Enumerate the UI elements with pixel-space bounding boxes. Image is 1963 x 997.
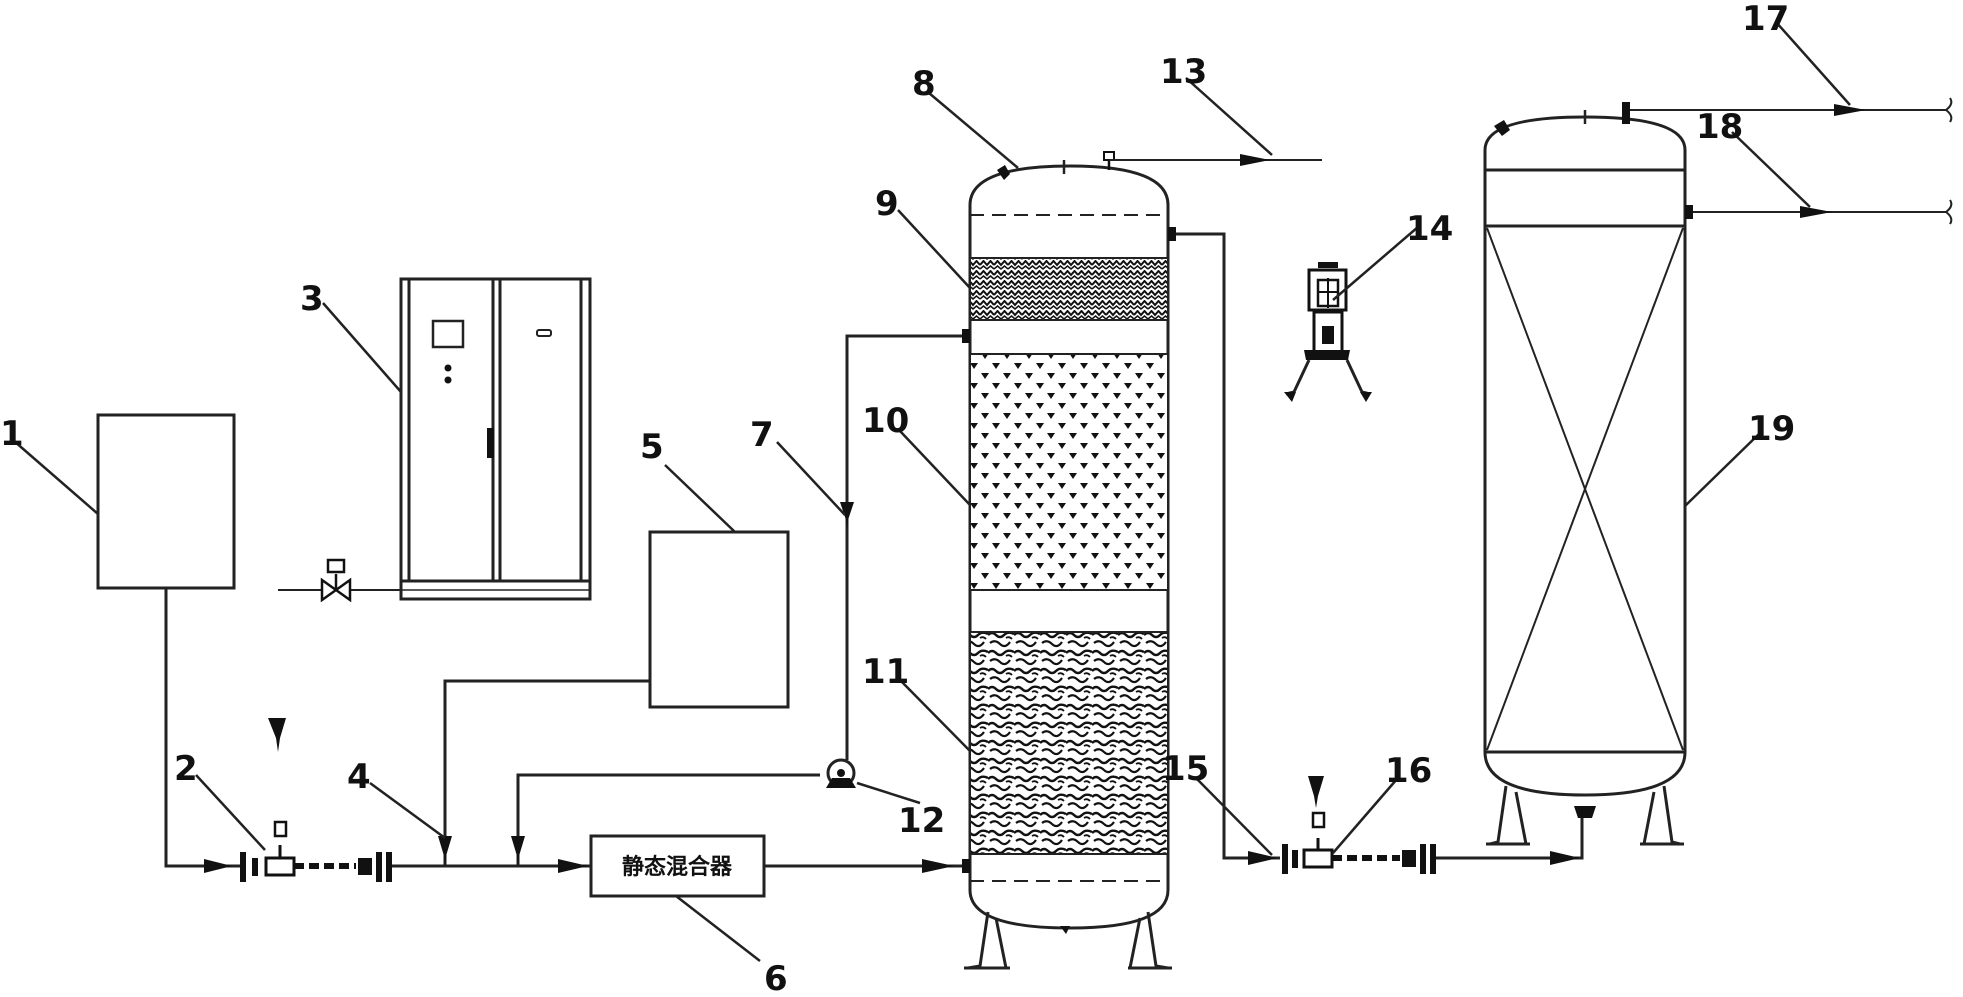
arrow-into-column [922, 859, 954, 873]
item-16-valve [1248, 776, 1436, 874]
item-5-tank [648, 530, 790, 709]
label-15: 15 [1162, 749, 1209, 789]
label-17: 17 [1742, 0, 1789, 39]
flow-indicator-icon [268, 718, 286, 752]
label-4: 4 [347, 757, 371, 797]
label-19: 19 [1748, 409, 1795, 449]
arrow-13 [1240, 154, 1270, 166]
pipe-1-to-2 [164, 588, 240, 868]
label-11: 11 [862, 652, 909, 692]
arrow-into-mixer [558, 859, 588, 873]
label-7: 7 [750, 415, 774, 455]
arrow-17 [1834, 104, 1866, 116]
label-12: 12 [898, 801, 945, 841]
item-12-pump [826, 758, 856, 788]
label-6: 6 [764, 959, 788, 997]
item-1-tank [96, 413, 236, 590]
label-16: 16 [1385, 751, 1432, 791]
static-mixer-label: 静态混合器 [622, 854, 733, 880]
label-18: 18 [1696, 107, 1743, 147]
item-19-storage-vessel [1483, 102, 1693, 846]
item-8-reactor-column [962, 151, 1176, 970]
label-2: 2 [174, 749, 198, 789]
item-6-static-mixer: 静态混合器 [589, 834, 766, 898]
item-3-control-cabinet [399, 277, 592, 601]
item-11-bottom-packing [969, 631, 1169, 855]
injection-point-recycle [511, 836, 525, 866]
label-9: 9 [875, 184, 899, 224]
item-7-indicator [840, 502, 854, 530]
item-9-top-packing [969, 257, 1169, 321]
label-5: 5 [640, 427, 664, 467]
label-13: 13 [1160, 52, 1207, 92]
pipe-7-pump-to-column [845, 334, 962, 760]
label-1: 1 [0, 414, 24, 454]
label-8: 8 [912, 64, 936, 104]
item-14-instrument [1284, 262, 1372, 402]
pipe-5-to-main [443, 679, 650, 866]
arrow-to-19 [1550, 851, 1580, 865]
item-4-injection-point [438, 836, 452, 866]
leader-lines [13, 21, 1851, 962]
label-3: 3 [300, 279, 324, 319]
pipe-16-to-19 [1436, 818, 1584, 860]
label-10: 10 [862, 401, 909, 441]
item-2-valve [204, 820, 392, 882]
item-10-middle-packing [969, 353, 1169, 591]
cabinet-inlet-valve [278, 558, 401, 603]
label-14: 14 [1406, 209, 1453, 249]
arrow-18 [1800, 206, 1832, 218]
number-labels: 1 2 3 4 5 6 7 8 9 10 11 12 13 14 15 16 1… [0, 0, 1795, 997]
pipe-recycle-to-pump [516, 773, 820, 866]
